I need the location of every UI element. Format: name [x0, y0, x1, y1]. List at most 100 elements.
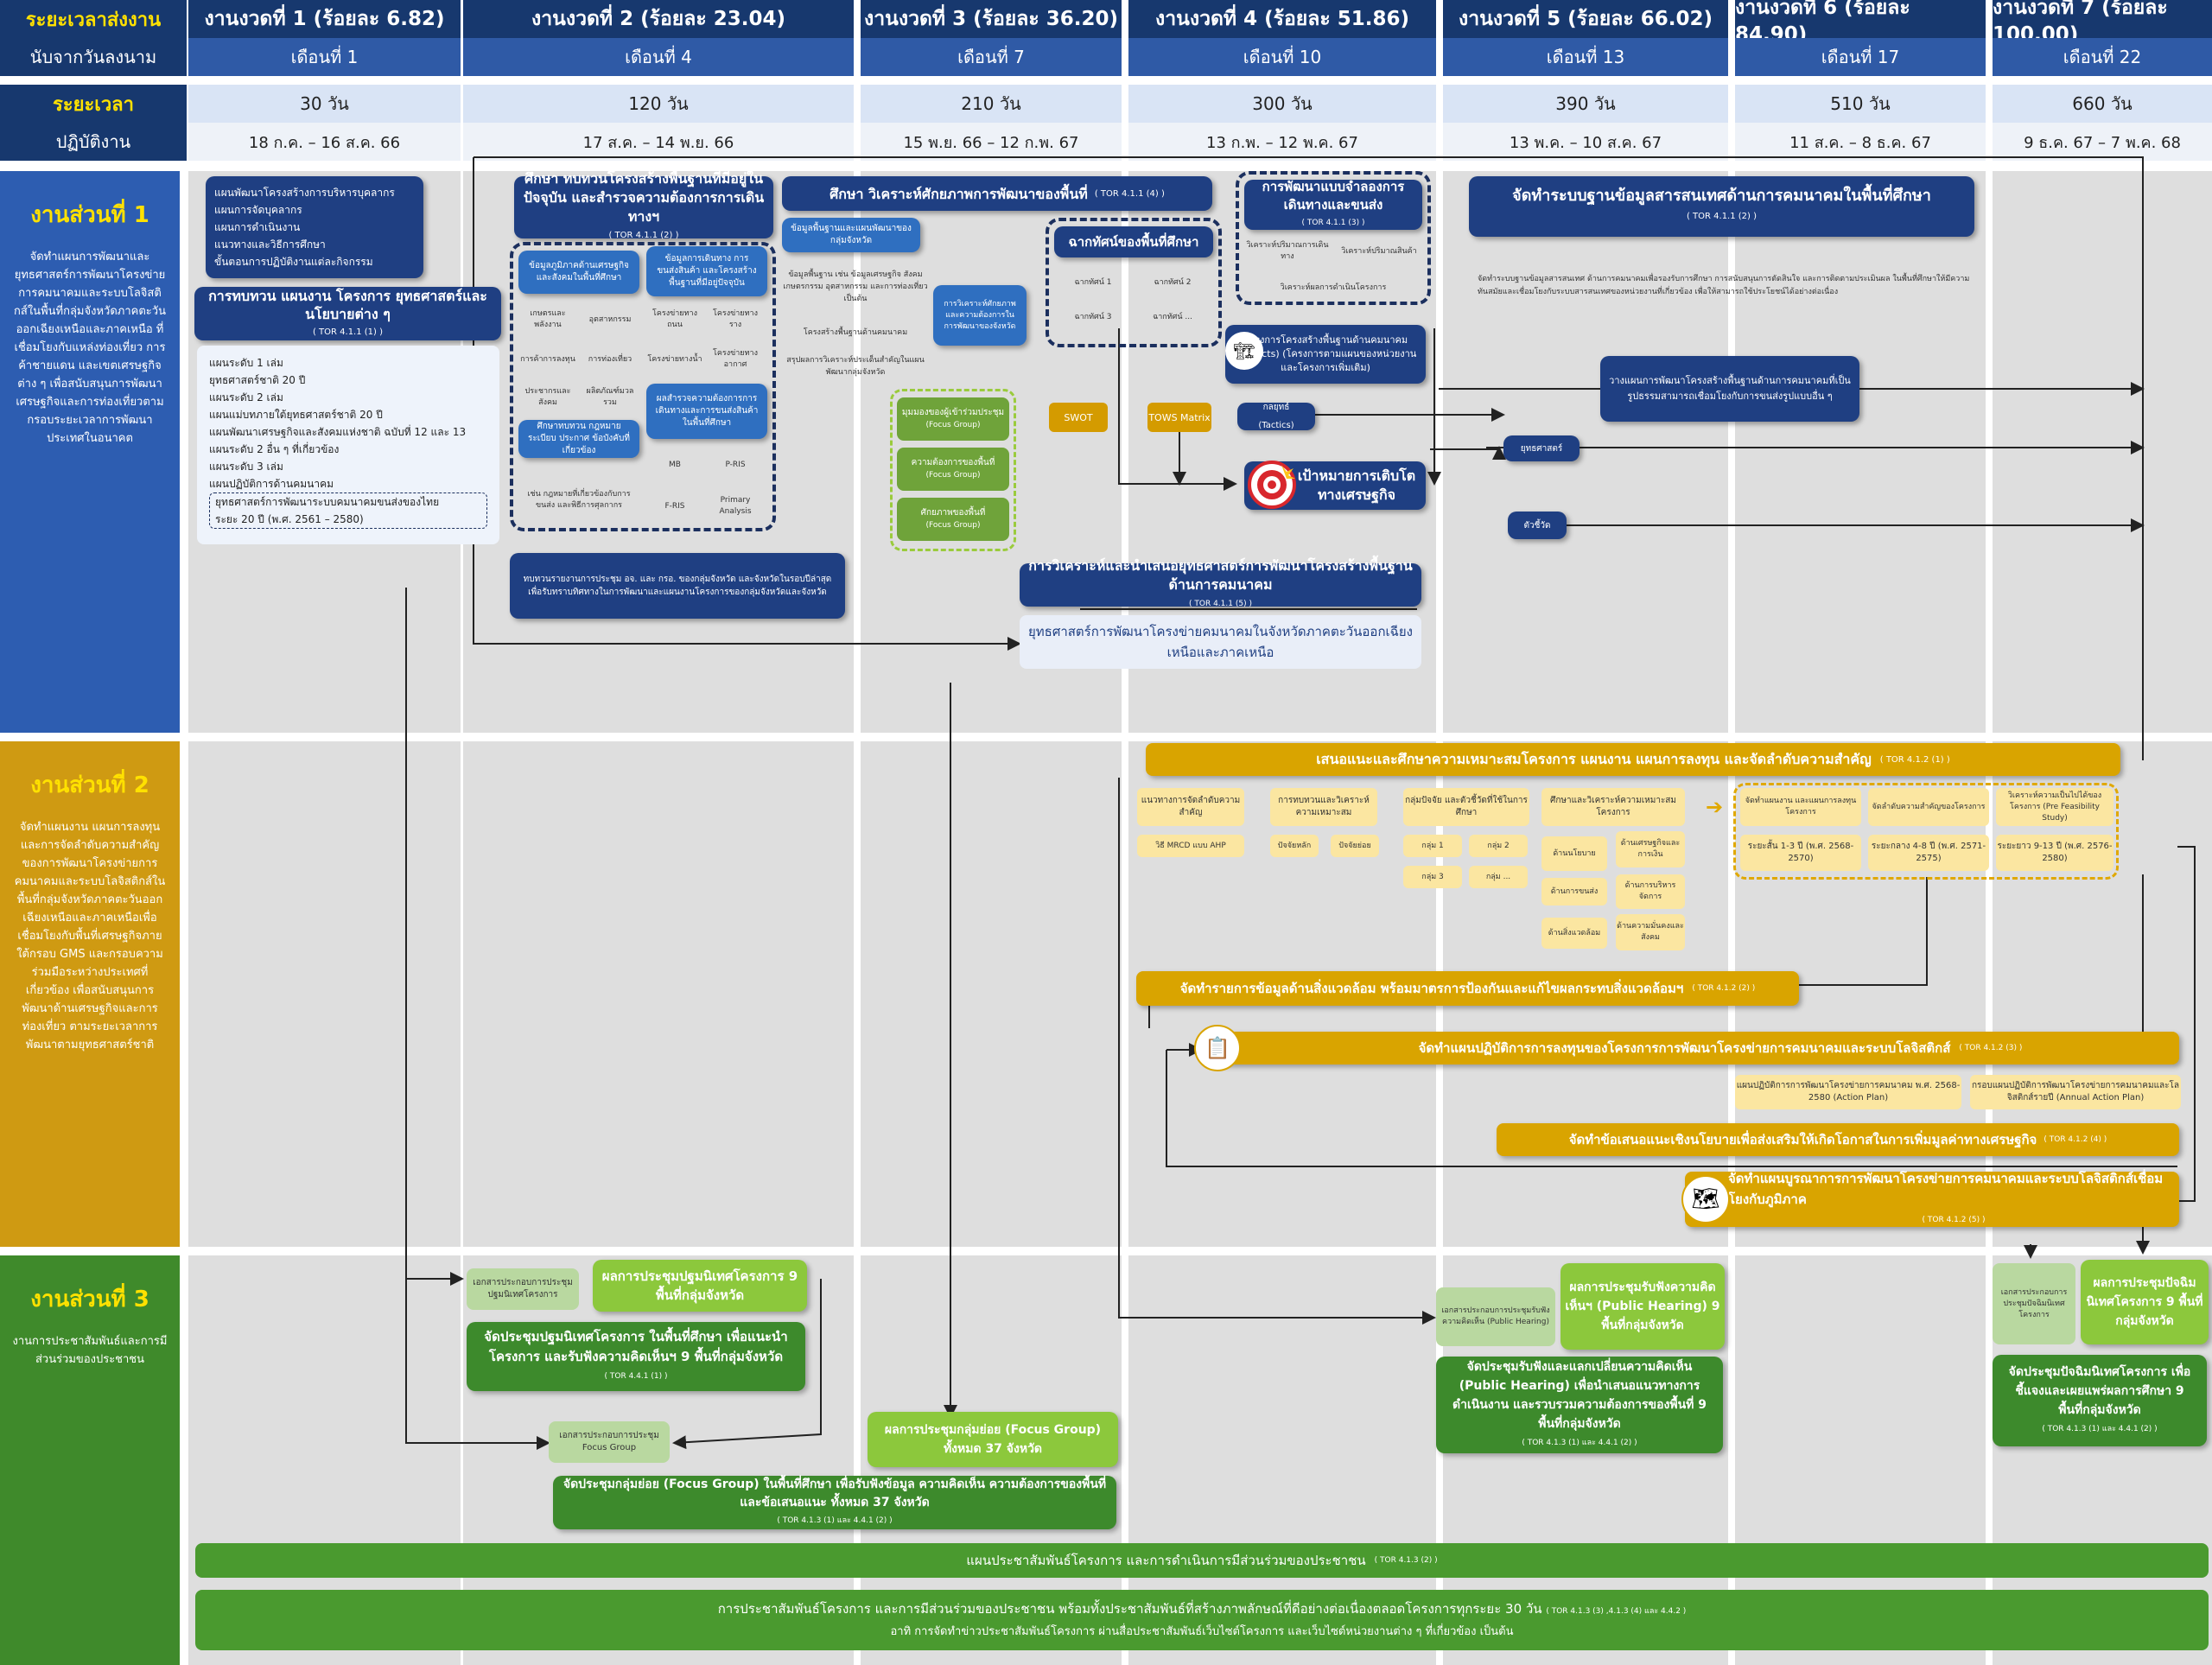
installment-header: งานงวดที่ 3 (ร้อยละ 36.20): [861, 0, 1122, 38]
action-tor: ( TOR 4.1.2 (3) ): [1959, 1044, 2023, 1052]
criteria-header: กลุ่มปัจจัย และตัวชี้วัดที่ใช้ในการศึกษา: [1403, 788, 1529, 826]
potential-title: ศึกษา วิเคราะห์ศักยภาพการพัฒนาของพื้นที่: [830, 185, 1088, 202]
transport-item: โครงข่ายทางถนน: [652, 309, 697, 329]
corridor-item: ฉากทัศน์ 3: [1074, 313, 1112, 321]
criteria-cell: ปัจจัยหลัก: [1270, 835, 1319, 857]
survey-item: Primary Analysis: [719, 496, 752, 516]
hearing-doc-box: เอกสารประกอบการประชุมรับฟังความคิดเห็น (…: [1436, 1287, 1555, 1346]
final-task-text: จัดประชุมปัจฉิมนิเทศโครงการ เพื่อชี้แจงแ…: [2008, 1365, 2191, 1417]
integrate-bar: จัดทำแผนบูรณาการการพัฒนาโครงข่ายการคมนาค…: [1685, 1171, 2179, 1227]
criteria-cell: กลุ่ม 1: [1403, 835, 1462, 857]
econ-item: ผลิตภัณฑ์มวลรวม: [586, 387, 634, 407]
criteria-cell: ด้านการขนส่ง: [1541, 878, 1607, 906]
potential-tor: ( TOR 4.1.1 (4) ): [1094, 188, 1165, 199]
potential-item: โครงสร้างพื้นฐานด้านคมนาคม: [803, 328, 908, 337]
final-task-box: จัดประชุมปัจฉิมนิเทศโครงการ เพื่อชี้แจงแ…: [1993, 1355, 2207, 1446]
month-header: เดือนที่ 1: [188, 38, 461, 76]
focus-group-tag: (Focus Group): [925, 521, 981, 530]
month-header: เดือนที่ 17: [1735, 38, 1986, 76]
database-tor: ( TOR 4.1.1 (2) ): [1686, 212, 1758, 221]
policy-list-box: แผนพัฒนาโครงสร้างการบริหารบุคลากร แผนการ…: [206, 176, 423, 278]
travel-title: การพัฒนาแบบจำลองการเดินทางและขนส่ง: [1262, 178, 1405, 213]
dates-cell: 13 ก.พ. – 12 พ.ค. 67: [1128, 123, 1436, 161]
installment-header: งานงวดที่ 4 (ร้อยละ 51.86): [1128, 0, 1436, 38]
criteria-cell: กลุ่ม 2: [1469, 835, 1528, 857]
database-title: จัดทำระบบฐานข้อมูลสารสนเทศด้านการคมนาคมใ…: [1512, 187, 1931, 205]
econ-data-box: ข้อมูลภูมิภาคด้านเศรษฐกิจและสังคมในพื้นท…: [518, 251, 639, 294]
part-2-desc: จัดทำแผนงาน แผนการลงทุน และการจัดลำดับคว…: [14, 821, 166, 1052]
dates-cell: 18 ก.ค. – 16 ส.ค. 66: [188, 123, 461, 161]
part-3-desc: งานการประชาสัมพันธ์และการมีส่วนร่วมของปร…: [12, 1335, 168, 1366]
pr-plan-bar: แผนประชาสัมพันธ์โครงการ และการดำเนินการม…: [195, 1543, 2209, 1578]
database-desc: จัดทำระบบฐานข้อมูลสารสนเทศ ด้านการคมนาคม…: [1478, 275, 1970, 296]
part-2-label: งานส่วนที่ 2 จัดทำแผนงาน แผนการลงทุน และ…: [0, 741, 180, 1247]
action-plan-bar: จัดทำแผนปฏิบัติการการลงทุนของโครงการการพ…: [1210, 1032, 2179, 1064]
plan-header: จัดลำดับความสำคัญของโครงการ: [1868, 788, 1989, 826]
focus-task-box: จัดประชุมกลุ่มย่อย (Focus Group) ในพื้นท…: [553, 1476, 1116, 1529]
duration-cell: 510 วัน: [1735, 85, 1986, 123]
dates-cell: 17 ส.ค. – 14 พ.ย. 66: [463, 123, 854, 161]
env-bar: จัดทำรายการข้อมูลด้านสิ่งแวดล้อม พร้อมมา…: [1136, 971, 1799, 1006]
env-text: จัดทำรายการข้อมูลด้านสิ่งแวดล้อม พร้อมมา…: [1179, 981, 1684, 996]
plans-list-box: แผนระดับ 1 เล่ม ยุทธศาสตร์ชาติ 20 ปี แผน…: [197, 346, 499, 544]
part-3-title: งานส่วนที่ 3: [30, 1287, 149, 1312]
pr-text: การประชาสัมพันธ์โครงการ และการมีส่วนร่วม…: [717, 1600, 1542, 1617]
policy-bar: จัดทำข้อเสนอแนะเชิงนโยบายเพื่อส่งเสริมให…: [1497, 1123, 2179, 1156]
pr-note: อาทิ การจัดทำข่าวประชาสัมพันธ์โครงการ ผ่…: [890, 1624, 1514, 1638]
dates-cell: 9 ธ.ค. 67 – 7 พ.ค. 68: [1993, 123, 2212, 161]
criteria-cell: กลุ่ม 3: [1403, 866, 1462, 888]
strategy-box: ยุทธศาสตร์: [1503, 435, 1580, 461]
criteria-header: แนวทางการจัดลำดับความสำคัญ: [1137, 788, 1244, 826]
policy-item: แผนพัฒนาโครงสร้างการบริหารบุคลากร: [214, 187, 395, 199]
duration-cell: 660 วัน: [1993, 85, 2212, 123]
plan-item: ยุทธศาสตร์ชาติ 20 ปี: [209, 374, 306, 386]
travel-model-dashed: [1236, 171, 1431, 305]
plan-item: ระยะ 20 ปี (พ.ศ. 2561 – 2580): [215, 513, 364, 525]
plan-item: แผนระดับ 2 เล่ม: [209, 391, 283, 404]
installment-header: งานงวดที่ 6 (ร้อยละ 84.90): [1735, 0, 1986, 46]
duration-cell: 300 วัน: [1128, 85, 1436, 123]
review-plans-box: การทบทวน แผนงาน โครงการ ยุทธศาสตร์และนโย…: [194, 287, 501, 340]
dates-cell: 13 พ.ค. – 10 ส.ค. 67: [1443, 123, 1728, 161]
swot-box: SWOT: [1049, 403, 1108, 432]
law-review-box: ศึกษาทบทวน กฎหมาย ระเบียบ ประกาศ ข้อบังค…: [518, 420, 639, 458]
pr-bar: การประชาสัมพันธ์โครงการ และการมีส่วนร่วม…: [195, 1590, 2209, 1650]
corridor-title: ฉากทัศน์ของพื้นที่ศึกษา: [1054, 226, 1213, 257]
review-title: การทบทวน แผนงาน โครงการ ยุทธศาสตร์และนโย…: [208, 287, 487, 322]
corner-dates: ปฏิบัติงาน: [0, 123, 187, 161]
focus-group-item: ศักยภาพของพื้นที่(Focus Group): [897, 498, 1009, 541]
provincial-review-box: ทบทวนรายงานการประชุม อจ. และ กรอ. ของกลุ…: [510, 553, 845, 619]
env-tor: ( TOR 4.1.2 (2) ): [1692, 984, 1756, 993]
focus-task-tor: ( TOR 4.1.3 (1) และ 4.4.1 (2) ): [777, 1516, 893, 1525]
final-task-tor: ( TOR 4.1.3 (1) และ 4.4.1 (2) ): [2042, 1425, 2158, 1433]
focus-task-text: จัดประชุมกลุ่มย่อย (Focus Group) ในพื้นท…: [563, 1477, 1107, 1509]
transport-item: โครงข่ายทางน้ำ: [647, 354, 702, 364]
analysis-tor: ( TOR 4.1.1 (5) ): [1189, 600, 1252, 608]
indicator-box: ตัวชี้วัด: [1508, 512, 1567, 539]
action-text: จัดทำแผนปฏิบัติการการลงทุนของโครงการการพ…: [1418, 1040, 1951, 1056]
installment-header: งานงวดที่ 5 (ร้อยละ 66.02): [1443, 0, 1728, 38]
part-2-title: งานส่วนที่ 2: [30, 772, 149, 798]
duration-cell: 30 วัน: [188, 85, 461, 123]
hearing-task-box: จัดประชุมรับฟังและแลกเปลี่ยนความคิดเห็น …: [1436, 1357, 1723, 1453]
travel-tor: ( TOR 4.1.1 (3) ): [1301, 218, 1365, 227]
suitability-tor: ( TOR 4.1.2 (1) ): [1879, 754, 1950, 765]
pr-plan-tor: ( TOR 4.1.3 (2) ): [1374, 1556, 1438, 1565]
grid-cell: [1993, 171, 2212, 733]
econ-item: เกษตรและพลังงาน: [530, 309, 566, 329]
law-note: เช่น กฎหมายที่เกี่ยวข้องกับการขนส่ง และพ…: [527, 490, 631, 510]
orientation-task-tor: ( TOR 4.4.1 (1) ): [604, 1371, 668, 1381]
network-icon: 🏗: [1225, 332, 1263, 370]
month-header: เดือนที่ 13: [1443, 38, 1728, 76]
plan-item: แผนพัฒนาเศรษฐกิจและสังคมแห่งชาติ ฉบับที่…: [209, 426, 467, 438]
plan-dashed-group: [1733, 783, 2119, 880]
criteria-cell: ด้านการบริหารจัดการ: [1616, 874, 1685, 909]
target-icon: [1247, 460, 1297, 510]
plan-term: ระยะกลาง 4-8 ปี (พ.ศ. 2571-2575): [1868, 835, 1989, 871]
suitability-bar: เสนอแนะและศึกษาความเหมาะสมโครงการ แผนงาน…: [1146, 743, 2120, 776]
part-1-title: งานส่วนที่ 1: [30, 202, 149, 228]
criteria-cell: ด้านความมั่นคงและสังคม: [1616, 914, 1685, 950]
month-header: เดือนที่ 7: [861, 38, 1122, 76]
plan-header: วิเคราะห์ความเป็นไปได้ของโครงการ (Pre Fe…: [1996, 788, 2113, 826]
grid-cell: [1443, 171, 1728, 733]
